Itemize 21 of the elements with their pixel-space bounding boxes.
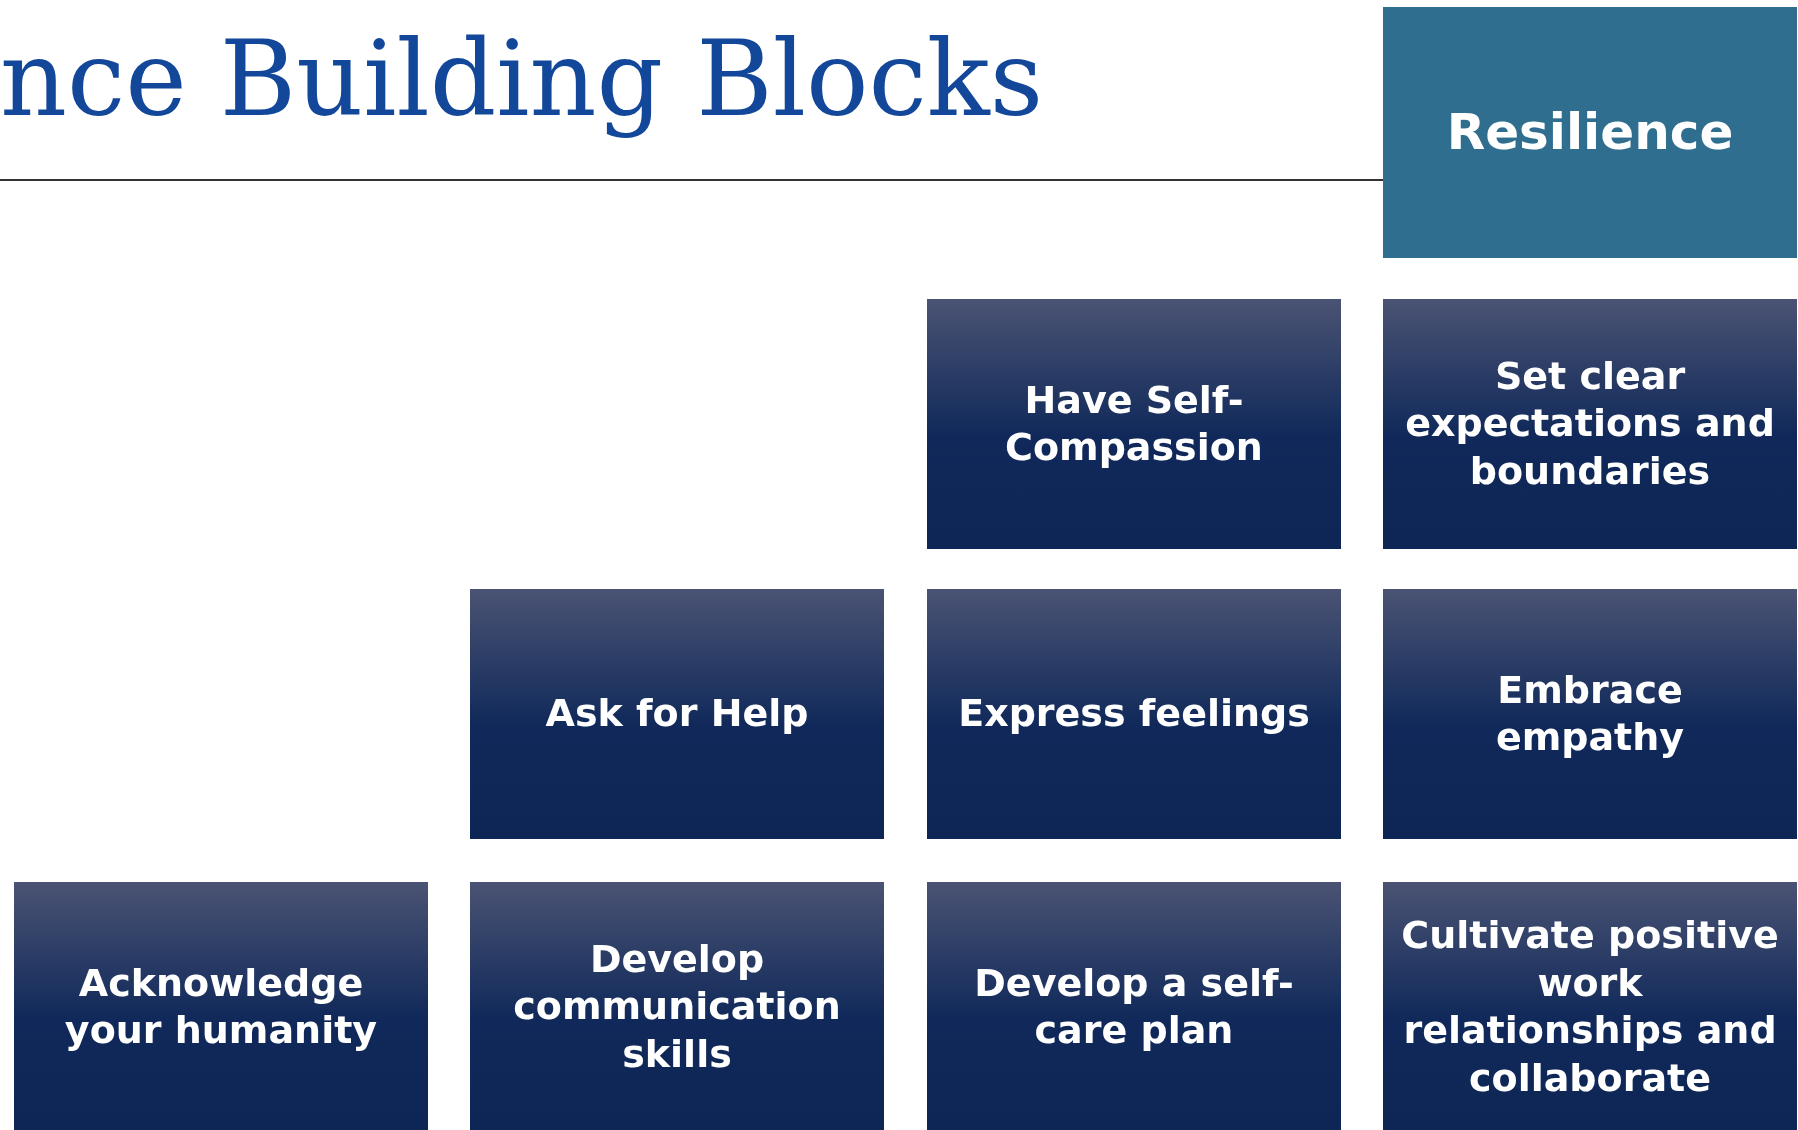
building-block [470, 882, 884, 1130]
block-label: Develop a self-care plan [973, 959, 1295, 1054]
building-block [470, 589, 884, 839]
building-block [927, 882, 1341, 1130]
building-block [1383, 299, 1797, 549]
building-block [927, 299, 1341, 549]
block-label: Set clear expectations and boundaries [1404, 352, 1776, 495]
heading-block [1383, 7, 1797, 258]
block-label: Resilience [1446, 102, 1734, 164]
block-label: Embrace empathy [1494, 666, 1686, 761]
building-block [1383, 589, 1797, 839]
block-label: Develop communication skills [512, 935, 842, 1078]
block-label: Acknowledge your humanity [63, 959, 379, 1054]
block-label: Cultivate positive work relationships and collaborate [1400, 912, 1780, 1102]
block-label: Have Self-Compassion [1004, 376, 1264, 471]
building-block [1383, 882, 1797, 1130]
block-label: Express feelings [958, 690, 1310, 738]
title: nce Building Blocks [0, 18, 1044, 140]
block-label: Ask for Help [545, 690, 809, 738]
building-block [14, 882, 428, 1130]
building-block [927, 589, 1341, 839]
